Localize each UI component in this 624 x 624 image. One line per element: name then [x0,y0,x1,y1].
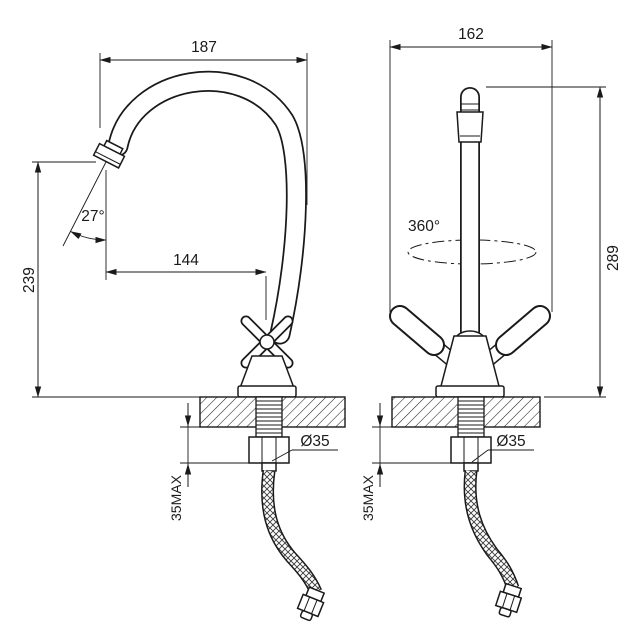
dimension-187: 187 [99,39,308,64]
left-handle-front [389,305,457,366]
hose-fitting-front [494,582,523,618]
dimension-144: 144 [105,252,267,276]
faucet-body-front [435,330,505,398]
mounting-deck-front [391,396,541,438]
aerator-front [456,111,484,143]
spout-tube-side [107,70,307,345]
dimension-35max-side-label: 35MAX [168,474,184,521]
hose-fitting-side [296,586,326,622]
dimension-289-label: 289 [605,245,622,271]
supply-hose-front [463,470,523,618]
mounting-nut-side [248,436,290,472]
hole-diameter-front-label: Ø35 [496,433,525,450]
faucet-body-side [237,355,297,398]
side-view: 187 239 144 27° [21,39,346,622]
swivel-360-label: 360° [408,218,440,235]
dimension-239: 239 [21,161,42,398]
dimension-35max-front-label: 35MAX [360,474,376,521]
mounting-deck-side [199,396,346,438]
spout-nozzle-side [92,139,126,169]
dimension-187-label: 187 [191,39,217,56]
angle-axis-line [62,161,107,247]
hole-diameter-side-label: Ø35 [300,433,329,450]
dimension-239-label: 239 [21,267,38,293]
spout-tube-front [456,87,484,358]
dimension-35max-front: 35MAX [360,403,384,521]
hole-diameter-callout-front: Ø35 [471,433,534,463]
supply-hose-side [261,470,326,622]
hose-adapter-front [463,462,479,472]
hole-diameter-callout-side: Ø35 [271,433,338,462]
dimension-144-label: 144 [173,252,199,269]
dimension-289: 289 [596,86,622,398]
angle-27-label: 27° [81,208,104,225]
dimension-35max-side: 35MAX [168,403,192,521]
side-extension-lines [32,53,308,464]
dimension-162-label: 162 [458,26,484,43]
shank-thread-lines-side [256,400,282,434]
angle-27-annotation: 27° [62,161,107,247]
hose-adapter-side [261,462,277,472]
dimension-162: 162 [389,26,553,51]
front-extension-lines [372,40,606,464]
right-handle-front [483,305,551,366]
shank-thread-lines-front [458,400,484,434]
angle-arc [70,231,107,244]
mounting-nut-front [450,436,492,472]
front-view: 162 289 360° [360,26,622,618]
